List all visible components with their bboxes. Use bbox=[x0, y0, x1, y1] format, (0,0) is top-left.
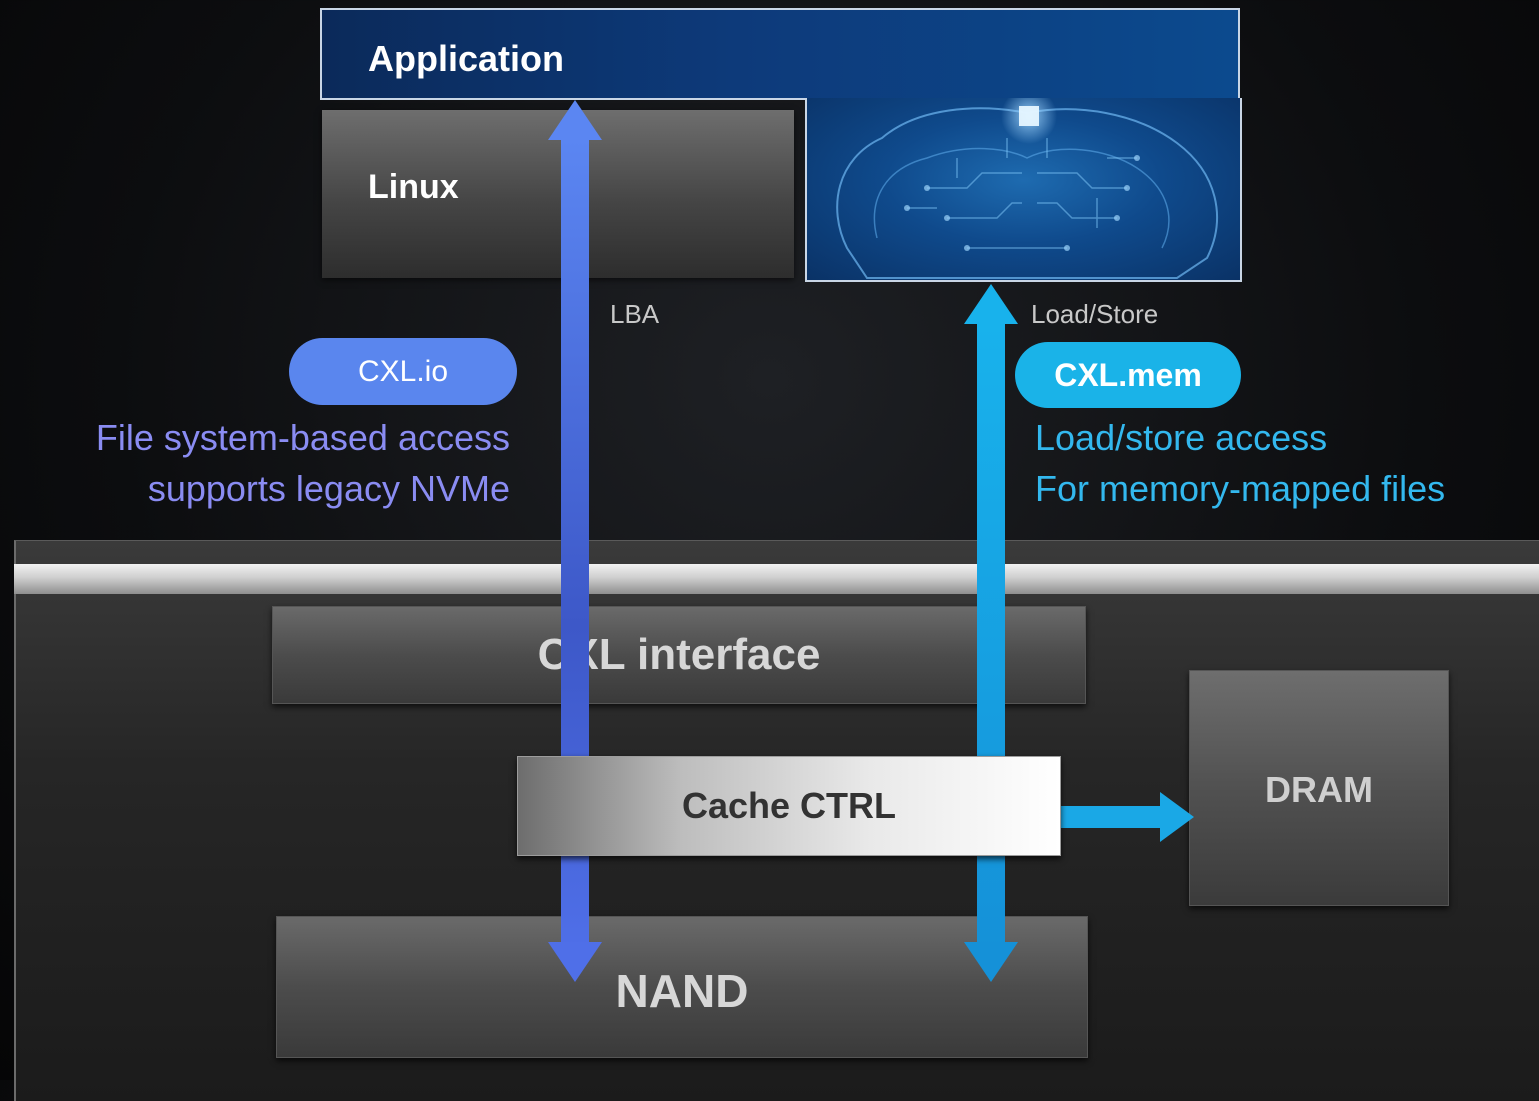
device-top-band bbox=[14, 564, 1539, 594]
application-layer bbox=[320, 8, 1240, 100]
cache-ctrl-block: Cache CTRL bbox=[517, 756, 1061, 856]
cxl-mem-description-line: Load/store access bbox=[1035, 417, 1328, 458]
cxl-io-description: File system-based access supports legacy… bbox=[40, 412, 510, 514]
cache-ctrl-label: Cache CTRL bbox=[681, 785, 897, 826]
linux-label: Linux bbox=[368, 168, 459, 206]
cxl-mem-pill: CXL.mem bbox=[1015, 342, 1241, 408]
ai-brain-circuit-icon bbox=[805, 98, 1242, 282]
cxl-interface-block: CXL interface bbox=[272, 606, 1086, 704]
dram-block: DRAM bbox=[1189, 670, 1449, 906]
cxl-io-description-line: File system-based access bbox=[95, 417, 510, 458]
cxl-mem-description: Load/store access For memory-mapped file… bbox=[1035, 412, 1525, 514]
load-store-arrow-label: Load/Store bbox=[1031, 299, 1159, 329]
mem-double-arrow bbox=[964, 284, 1018, 982]
cxl-io-pill: CXL.io bbox=[289, 338, 517, 405]
cxl-io-description-line: supports legacy NVMe bbox=[147, 468, 510, 509]
lba-arrow-label: LBA bbox=[610, 299, 660, 329]
cxl-mem-description-line: For memory-mapped files bbox=[1035, 468, 1446, 509]
cache-to-dram-arrow bbox=[1060, 792, 1194, 842]
application-label: Application bbox=[368, 38, 564, 79]
nand-block: NAND bbox=[276, 916, 1088, 1058]
